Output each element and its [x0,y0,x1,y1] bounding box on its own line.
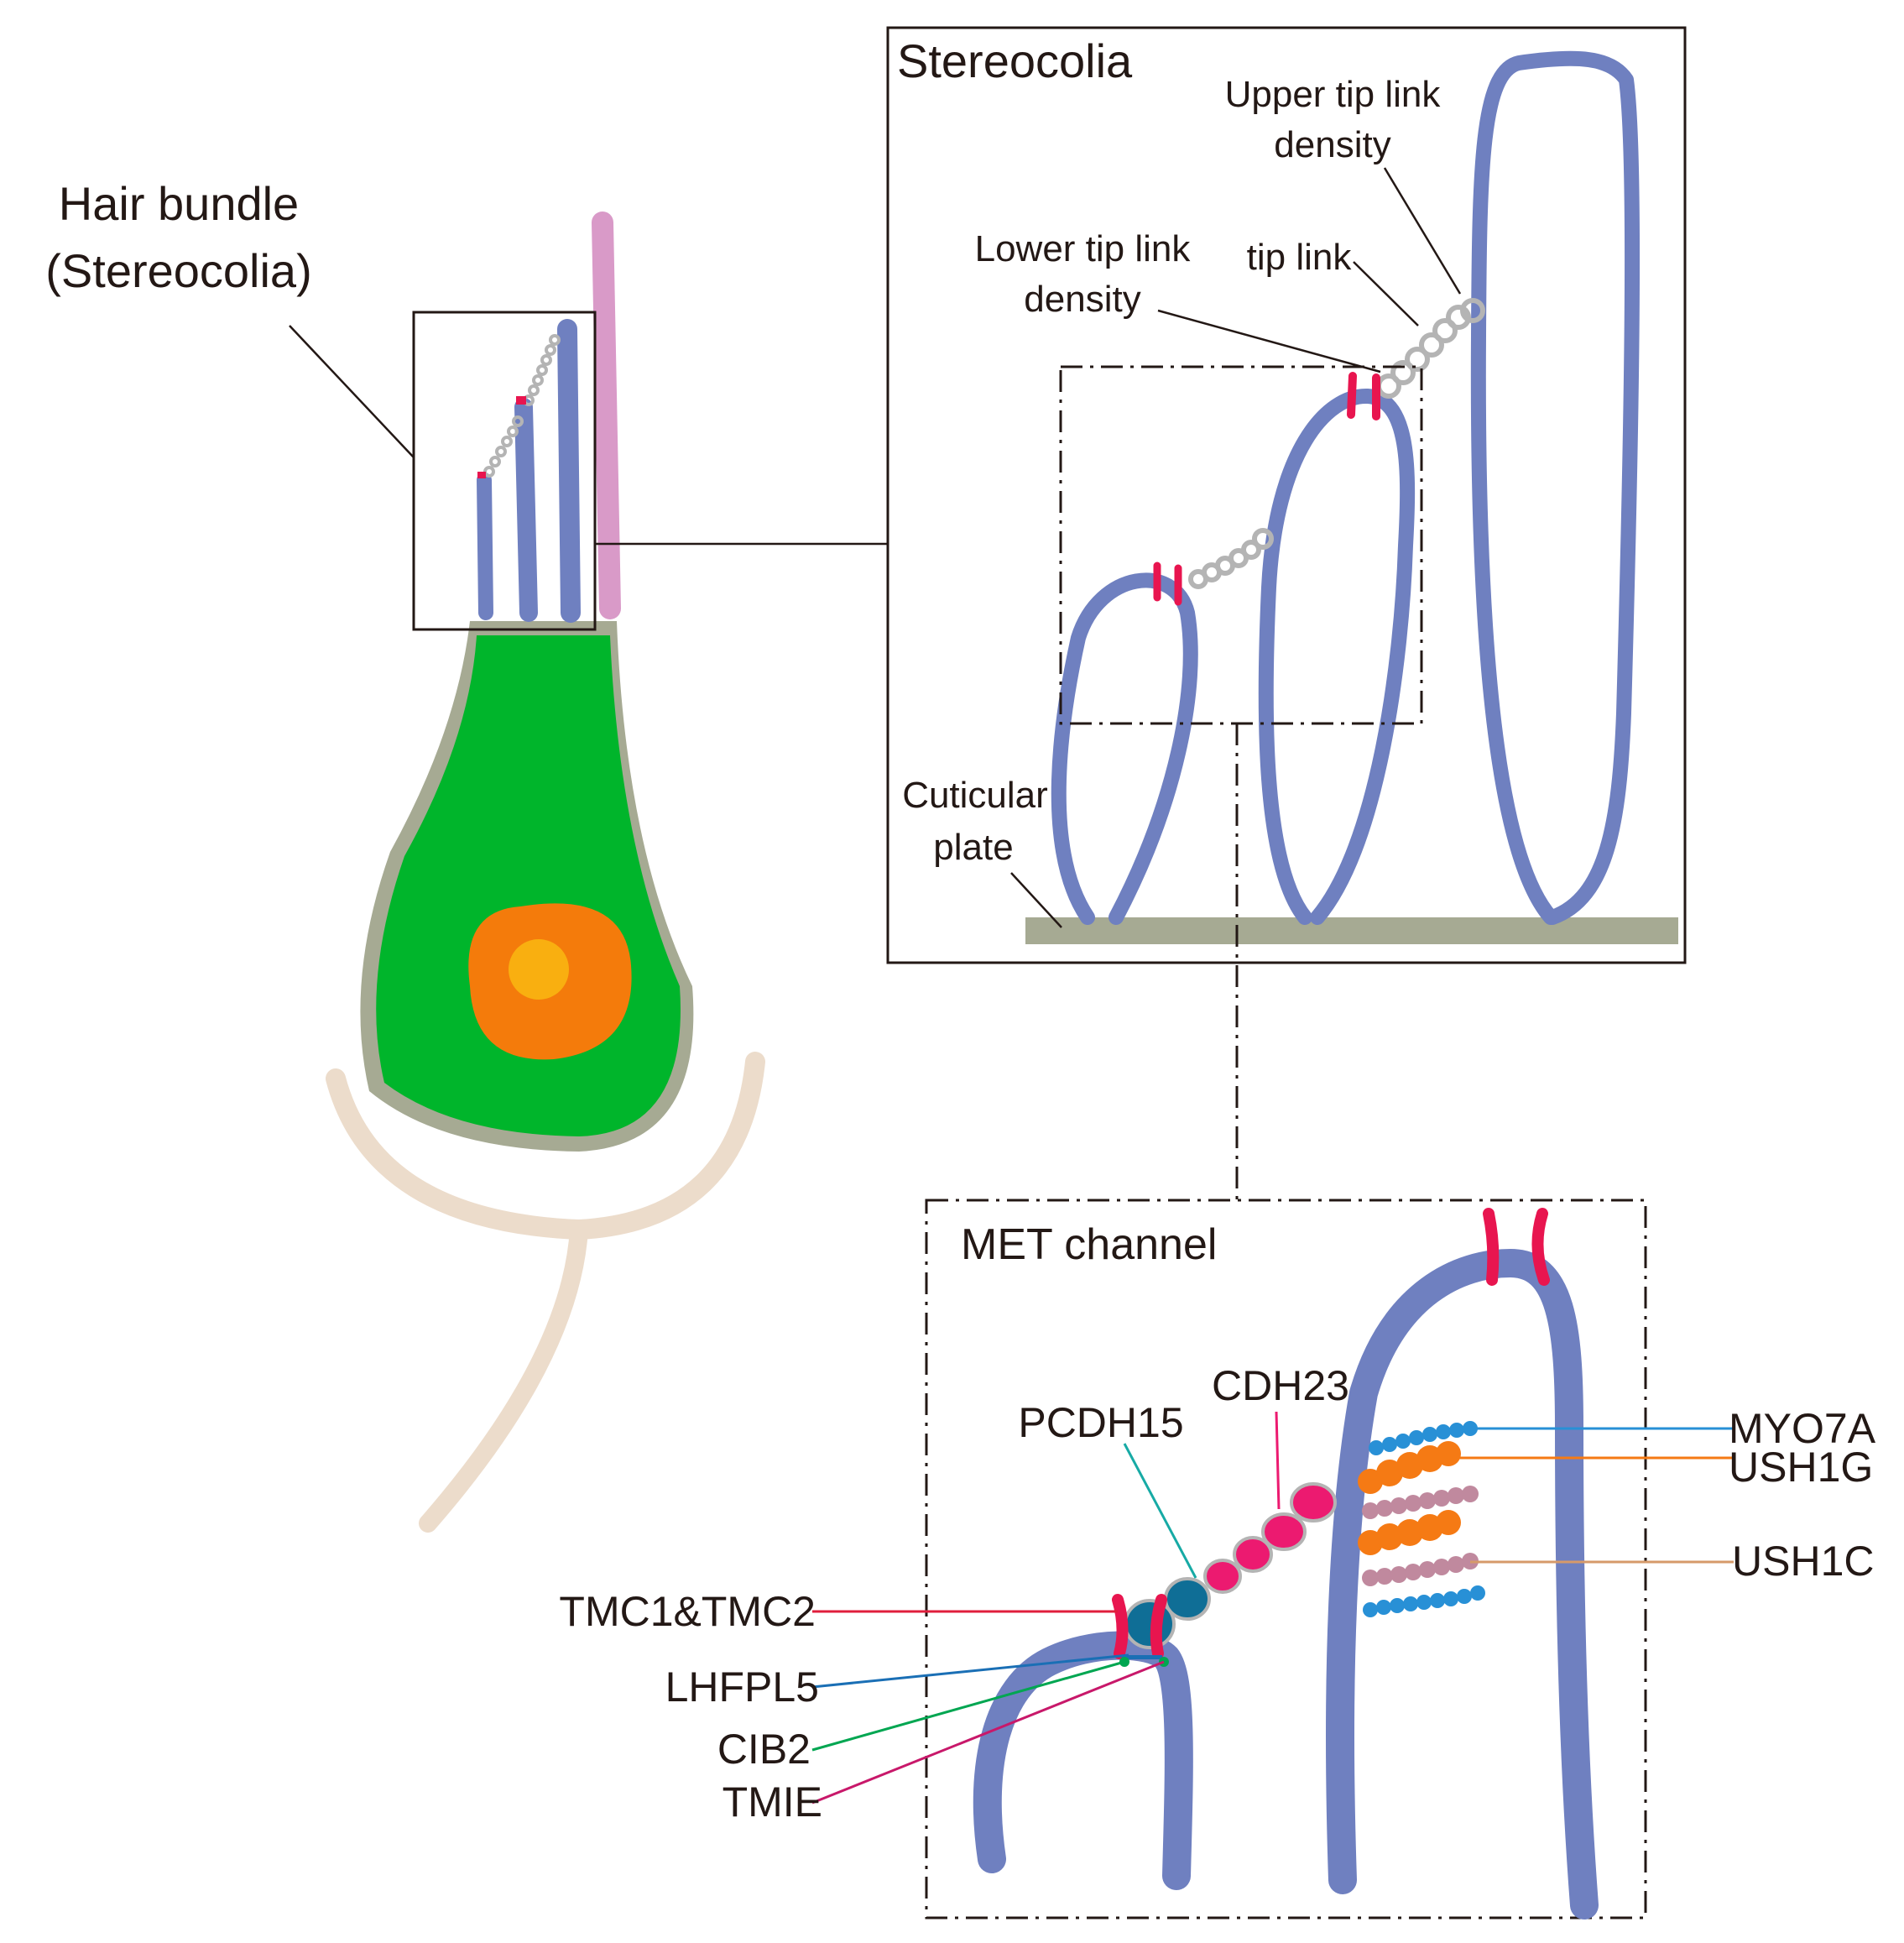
stereocilia-panel: Stereocolia Upper tip lin [886,26,1687,964]
cdh23-strand [1203,1482,1337,1594]
met-panel-frame [925,1199,1647,1919]
lhfpl5-mark [1122,1655,1162,1659]
cdh23-leader [1275,1411,1281,1510]
lower-density-label-line2: density [1024,279,1140,320]
tip-link-label: tip link [1247,237,1353,278]
hair-bundle-label-line1: Hair bundle [59,177,299,230]
met-channel-panel: MET channel [559,1199,1876,1919]
lower-density-label-line1: Lower tip link [975,228,1192,269]
mini-tip-link-upper [523,334,561,406]
stereocilia-title: Stereocolia [897,34,1133,87]
met-stereocilium-short [973,1631,1193,1890]
lower-density-short [1153,561,1182,606]
bundle-inset-box [412,311,597,631]
met-stereocilium-tall [1326,1249,1599,1919]
cdh23-label: CDH23 [1212,1362,1349,1409]
stereocilium-middle [1258,389,1416,925]
cell-cytoplasm [376,635,681,1136]
tmie-label: TMIE [722,1778,822,1825]
stereocilium-short [1051,572,1198,925]
tmie-leader [811,1660,1165,1805]
pcdh15-leader [1123,1443,1197,1579]
cuticular-plate [1025,917,1678,944]
upper-density-leader [1383,167,1462,295]
ush1c-chain-1 [1362,1486,1479,1519]
mini-density-upper [516,396,526,405]
stereocilium-tall [1470,50,1641,925]
tip-link-leader [1353,261,1419,326]
cuticular-label-line1: Cuticular [902,775,1048,816]
ush1g-label: USH1G [1729,1444,1873,1491]
kinocilium [592,212,621,619]
cib2-leader [811,1660,1125,1752]
met-zoom-region [1059,365,1423,725]
ush1c-label: USH1C [1732,1538,1874,1585]
cuticular-label-line2: plate [933,827,1013,868]
cuticular-leader [1010,872,1062,928]
ush1g-chain-1 [1358,1441,1461,1494]
hair-cell: Hair bundle (Stereocolia) [45,177,888,1533]
cib2-label: CIB2 [717,1726,811,1773]
mini-stereocilium-tall [557,319,581,623]
hair-bundle-leader [289,325,415,458]
pcdh15-label: PCDH15 [1018,1399,1183,1446]
mini-density-lower [477,472,486,478]
lower-tip-link-density [1347,372,1380,420]
myo7a-chain-1 [1369,1421,1478,1455]
met-channel-title: MET channel [961,1220,1217,1269]
tip-link-upper [1376,298,1485,399]
tmc-label: TMC1&TMC2 [559,1588,816,1635]
upper-density-label-line2: density [1274,124,1390,165]
pcdh15-strand [1124,1577,1211,1649]
mini-stereocilium-short [477,473,493,620]
mini-stereocilium-middle [514,398,538,622]
lhfpl5-label: LHFPL5 [665,1664,819,1711]
tmc-channel [1112,1594,1167,1659]
nerve-fiber [419,1220,588,1533]
myo7a-chain-2 [1363,1585,1485,1617]
nucleolus [509,939,569,1000]
upper-density-label-line1: Upper tip link [1225,74,1442,115]
myo7a-label: MYO7A [1729,1405,1876,1452]
hair-bundle-label-line2: (Stereocolia) [45,244,311,297]
ush1g-chain-2 [1358,1510,1461,1555]
lower-density-leader [1157,309,1381,373]
lhfpl5-leader [811,1653,1129,1689]
tip-link-lower [1188,528,1274,589]
met-upper-density [1483,1208,1550,1286]
ush1c-chain-2 [1362,1553,1479,1586]
